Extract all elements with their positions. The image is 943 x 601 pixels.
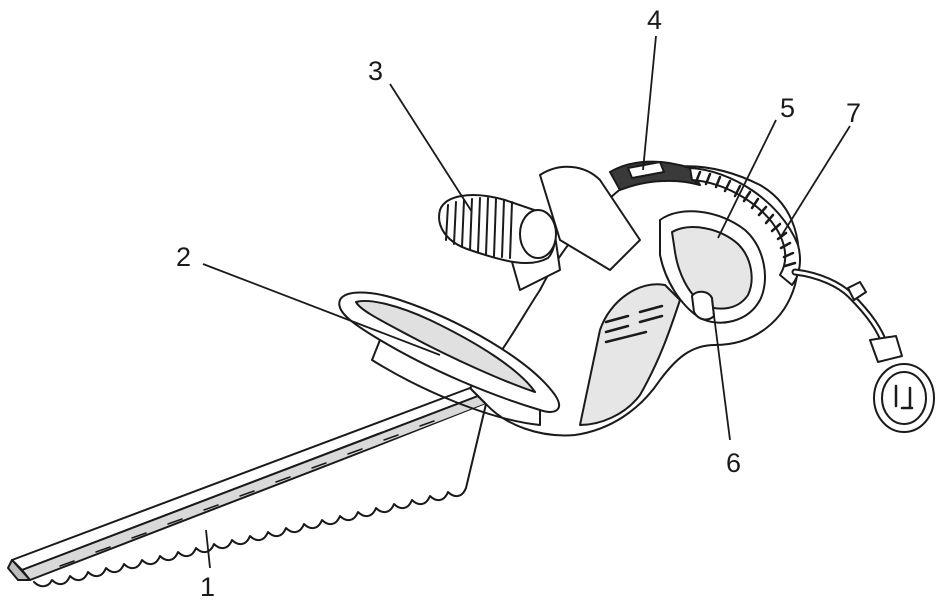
leader-line-6 bbox=[711, 299, 731, 441]
plug bbox=[873, 363, 935, 433]
callout-2: 2 bbox=[176, 242, 191, 272]
leader-lines bbox=[202, 35, 851, 569]
front-handle bbox=[438, 165, 641, 291]
leader-line-5 bbox=[717, 119, 777, 239]
callout-4: 4 bbox=[647, 5, 662, 35]
callout-5: 5 bbox=[780, 93, 795, 123]
callout-3: 3 bbox=[368, 56, 383, 86]
rear-handle bbox=[659, 210, 766, 324]
callout-6: 6 bbox=[726, 448, 741, 478]
callout-7: 7 bbox=[846, 98, 861, 128]
callout-1: 1 bbox=[200, 572, 215, 601]
rear-grip bbox=[689, 167, 801, 286]
blade bbox=[7, 387, 487, 588]
leader-line-4 bbox=[642, 35, 657, 171]
leader-line-3 bbox=[389, 83, 473, 213]
leader-line-2 bbox=[202, 263, 441, 356]
top-switch bbox=[609, 160, 701, 191]
power-cord bbox=[791, 268, 903, 363]
hand-guard bbox=[338, 291, 560, 426]
leader-line-1 bbox=[205, 529, 211, 569]
leader-line-7 bbox=[779, 125, 851, 239]
